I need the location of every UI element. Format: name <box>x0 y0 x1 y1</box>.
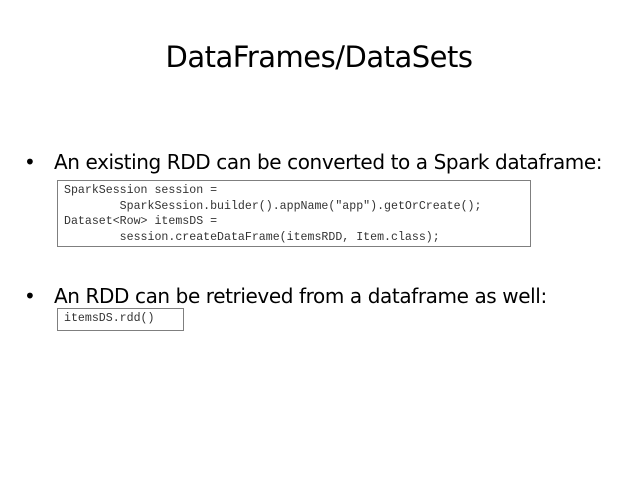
bullet-icon: • <box>24 150 36 174</box>
code-block-create-dataframe: SparkSession session = SparkSession.buil… <box>57 180 531 247</box>
bullet-item: • An existing RDD can be converted to a S… <box>24 150 603 174</box>
bullet-text: An existing RDD can be converted to a Sp… <box>54 150 603 174</box>
bullet-text: An RDD can be retrieved from a dataframe… <box>54 284 547 308</box>
bullet-icon: • <box>24 284 36 308</box>
slide-title: DataFrames/DataSets <box>165 40 473 74</box>
code-block-rdd: itemsDS.rdd() <box>57 308 184 331</box>
bullet-item: • An RDD can be retrieved from a datafram… <box>24 284 547 308</box>
